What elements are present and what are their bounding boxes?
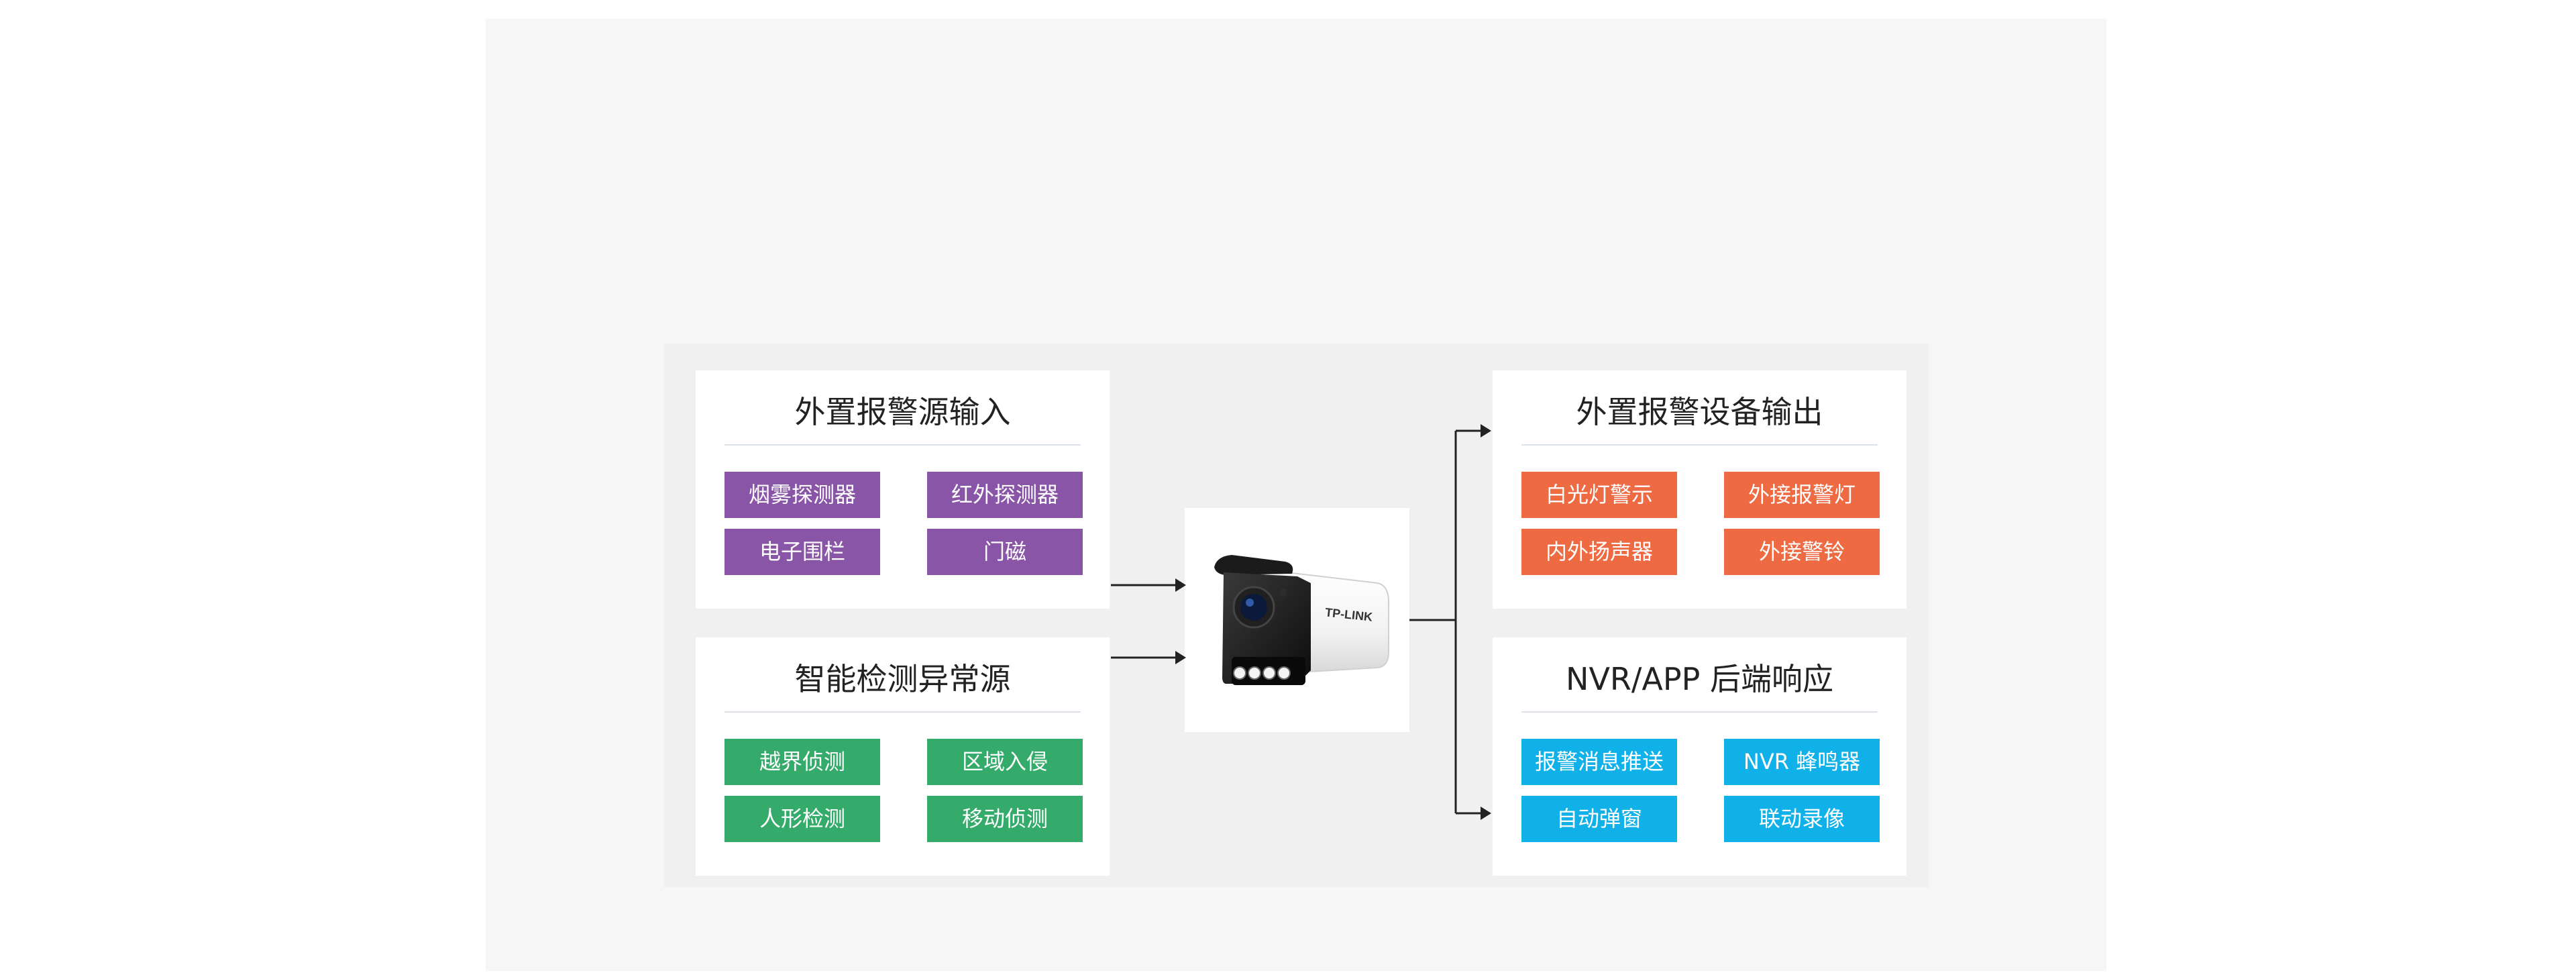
tag-speaker[interactable]: 内外扬声器 [1521,529,1677,575]
tag-push-notification[interactable]: 报警消息推送 [1521,739,1677,785]
tag-linked-recording[interactable]: 联动录像 [1724,796,1880,842]
card-alarm-output-title: 外置报警设备输出 [1576,394,1823,430]
card-alarm-output: 外置报警设备输出 白光灯警示 外接报警灯 内外扬声器 外接警铃 [1493,370,1907,609]
card-alarm-input-title: 外置报警源输入 [794,394,1011,430]
tag-line-crossing[interactable]: 越界侦测 [724,739,880,785]
arrowhead-backend [1481,807,1491,820]
card-alarm-input: 外置报警源输入 烟雾探测器 红外探测器 电子围栏 门磁 [696,370,1110,609]
arrowhead-smart [1175,651,1186,664]
security-camera-icon: TP-LINK [1214,555,1389,685]
camera-box: TP-LINK [1185,508,1409,732]
tag-area-intrusion[interactable]: 区域入侵 [927,739,1083,785]
card-alarm-input-divider [724,444,1081,446]
card-alarm-output-divider [1521,444,1878,446]
tag-nvr-buzzer[interactable]: NVR 蜂鸣器 [1724,739,1880,785]
tag-smoke-detector[interactable]: 烟雾探测器 [724,472,880,518]
arrowhead-input [1175,578,1186,592]
tag-electric-fence[interactable]: 电子围栏 [724,529,880,575]
card-backend-response-divider [1521,711,1878,713]
card-smart-detection-title: 智能检测异常源 [794,661,1011,697]
card-backend-response: NVR/APP 后端响应 报警消息推送 NVR 蜂鸣器 自动弹窗 联动录像 [1493,637,1907,876]
arrowhead-alarm-output [1481,424,1491,437]
card-smart-detection: 智能检测异常源 越界侦测 区域入侵 人形检测 移动侦测 [696,637,1110,876]
tag-door-magnet[interactable]: 门磁 [927,529,1083,575]
tag-external-alarm-bell[interactable]: 外接警铃 [1724,529,1880,575]
tag-auto-popup[interactable]: 自动弹窗 [1521,796,1677,842]
tag-infrared-detector[interactable]: 红外探测器 [927,472,1083,518]
card-backend-response-title: NVR/APP 后端响应 [1566,661,1833,697]
tag-external-alarm-light[interactable]: 外接报警灯 [1724,472,1880,518]
card-smart-detection-divider [724,711,1081,713]
tag-white-light-warning[interactable]: 白光灯警示 [1521,472,1677,518]
tag-motion-detection[interactable]: 移动侦测 [927,796,1083,842]
tag-human-detection[interactable]: 人形检测 [724,796,880,842]
